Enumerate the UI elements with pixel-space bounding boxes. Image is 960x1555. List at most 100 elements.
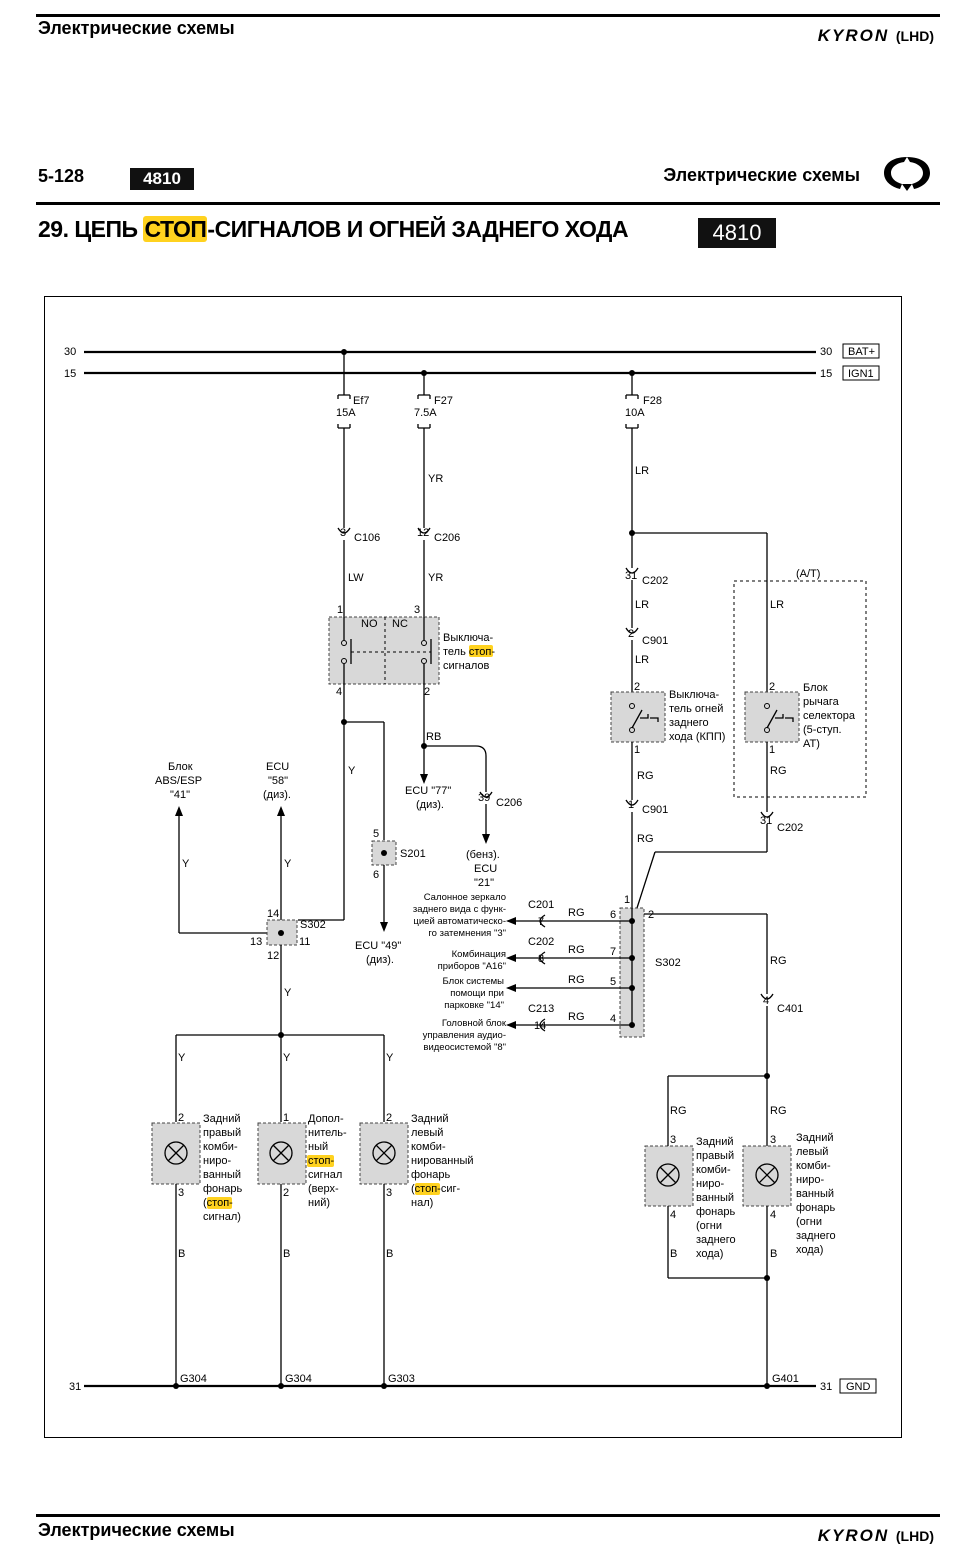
ecu49-l2: (диз). (366, 954, 394, 966)
svg-text:нал): нал) (411, 1197, 433, 1209)
svg-text:Задний: Задний (696, 1136, 734, 1148)
connector-c401-icon (760, 993, 774, 1000)
wire-rg-3: RG (770, 955, 787, 967)
c213-pin: 14 (534, 1020, 546, 1032)
wire-y-label-ecu58: Y (284, 858, 292, 870)
lamp-rl-stop-label: Задний левый комби- нированный фонарь (с… (411, 1113, 474, 1209)
parking-label: Блок системы помощи при парковке "14" (442, 976, 504, 1011)
svg-text:нированный: нированный (411, 1155, 474, 1167)
svg-text:заднего: заднего (669, 717, 709, 729)
wire-b-2: B (283, 1248, 290, 1260)
lamp-rl-stop-pin3: 3 (386, 1187, 392, 1199)
bus-lines (84, 350, 816, 1388)
svg-text:хода (КПП): хода (КПП) (669, 731, 725, 743)
lamp-rl-reverse (742, 1145, 792, 1207)
lamp-rl-rev-pin4: 4 (770, 1209, 776, 1221)
lamp-rr-stop-pin2: 2 (178, 1112, 184, 1124)
svg-text:цией автоматическо-: цией автоматическо- (413, 916, 506, 927)
svg-text:ниро-: ниро- (696, 1178, 724, 1190)
arrow-left-icon (506, 954, 516, 962)
ecu21-l3: "21" (474, 877, 494, 889)
c401-pin: 4 (763, 995, 769, 1007)
svg-text:комби-: комби- (696, 1164, 731, 1176)
svg-text:Головной блок: Головной блок (442, 1018, 507, 1029)
gnd-box (839, 1378, 877, 1394)
wire-b-3: B (386, 1248, 393, 1260)
svg-text:ний): ний) (308, 1197, 330, 1209)
svg-text:комби-: комби- (203, 1141, 238, 1153)
brake-switch (328, 616, 440, 685)
bat-box (842, 343, 880, 359)
svg-text:стоп-: стоп- (308, 1155, 335, 1167)
s201-label: S201 (400, 848, 426, 860)
ign-label: IGN1 (848, 368, 874, 380)
c901-pin: 2 (628, 628, 634, 640)
selector-pin2: 2 (769, 681, 775, 693)
wire-rg-audio: RG (568, 1011, 585, 1023)
c901b-pin: 1 (628, 799, 634, 811)
svg-text:ниро-: ниро- (203, 1155, 231, 1167)
ecu58-l2: "58" (268, 775, 288, 787)
c201-label: C201 (528, 899, 554, 911)
footer-rule (36, 1514, 940, 1517)
c401-label: C401 (777, 1003, 803, 1015)
lamp-bulb-icon (164, 1141, 188, 1165)
s302b-pin6: 6 (610, 909, 616, 921)
s302a-label: S302 (300, 919, 326, 931)
wire-y-hi: Y (283, 1052, 291, 1064)
svg-text:(стоп-сиг-: (стоп-сиг- (411, 1183, 460, 1195)
svg-text:го затемнения "3": го затемнения "3" (428, 928, 506, 939)
svg-text:левый: левый (411, 1127, 443, 1139)
selector-pin1: 1 (769, 744, 775, 756)
c202b-pin: 31 (760, 815, 772, 827)
connector-c202-icon (625, 567, 639, 574)
bus-31-label-right: 31 (820, 1381, 832, 1393)
svg-text:комби-: комби- (411, 1141, 446, 1153)
section-title: Электрические схемы (663, 165, 860, 185)
lamp-bulb-icon (269, 1141, 293, 1165)
brake-switch-nc: NC (392, 618, 408, 630)
c213-label: C213 (528, 1003, 554, 1015)
lamp-rl-rev-pin3: 3 (770, 1134, 776, 1146)
connector-c901-icon (625, 627, 639, 634)
ign-box (842, 365, 880, 381)
ecu77-l1: ECU "77" (405, 785, 451, 797)
fuse-ef7-icon (337, 394, 351, 429)
ecu58-l3: (диз). (263, 789, 291, 801)
brake-switch-no: NO (361, 618, 378, 630)
ecu58-l1: ECU (266, 761, 289, 773)
wire-rg-rr-rev: RG (670, 1105, 687, 1117)
arrow-left-icon (506, 984, 516, 992)
abs-l3: "41" (170, 789, 190, 801)
svg-text:ниро-: ниро- (796, 1174, 824, 1186)
reverse-switch-pin2: 2 (634, 681, 640, 693)
page-title: 29. ЦЕПЬ СТОП-СИГНАЛОВ И ОГНЕЙ ЗАДНЕГО Х… (38, 216, 629, 243)
svg-text:(стоп-: (стоп- (203, 1197, 233, 1209)
lamp-rr-stop-label: Задний правый комби- ниро- ванный фонарь… (203, 1113, 242, 1223)
svg-text:заднего: заднего (696, 1234, 736, 1246)
c202-pin: 31 (625, 570, 637, 582)
svg-text:заднего вида с функ-: заднего вида с функ- (413, 904, 506, 915)
connector-c206-icon (479, 791, 493, 798)
wire-y-rl: Y (386, 1052, 394, 1064)
svg-text:(верх-: (верх- (308, 1183, 339, 1195)
c202c-label: C202 (528, 936, 554, 948)
wire-b-1: B (178, 1248, 185, 1260)
wire-rg-parking: RG (568, 974, 585, 986)
svg-text:тель стоп-: тель стоп- (443, 646, 495, 658)
fuse-f27-icon (417, 394, 431, 429)
reverse-switch (610, 691, 666, 743)
svg-text:Салонное зеркало: Салонное зеркало (424, 892, 506, 903)
s302b-pin1: 1 (624, 894, 630, 906)
ground-g303: G303 (388, 1373, 415, 1385)
ground-g401: G401 (772, 1373, 799, 1385)
wire-yr-label: YR (428, 473, 443, 485)
svg-text:рычага: рычага (803, 696, 840, 708)
svg-text:фонарь: фонарь (411, 1169, 450, 1181)
c106-pin: 3 (340, 527, 346, 539)
arrow-up-icon (277, 806, 285, 816)
bus-15-label-right: 15 (820, 368, 832, 380)
svg-text:ванный: ванный (203, 1169, 241, 1181)
lamp-high-pin1: 1 (283, 1112, 289, 1124)
